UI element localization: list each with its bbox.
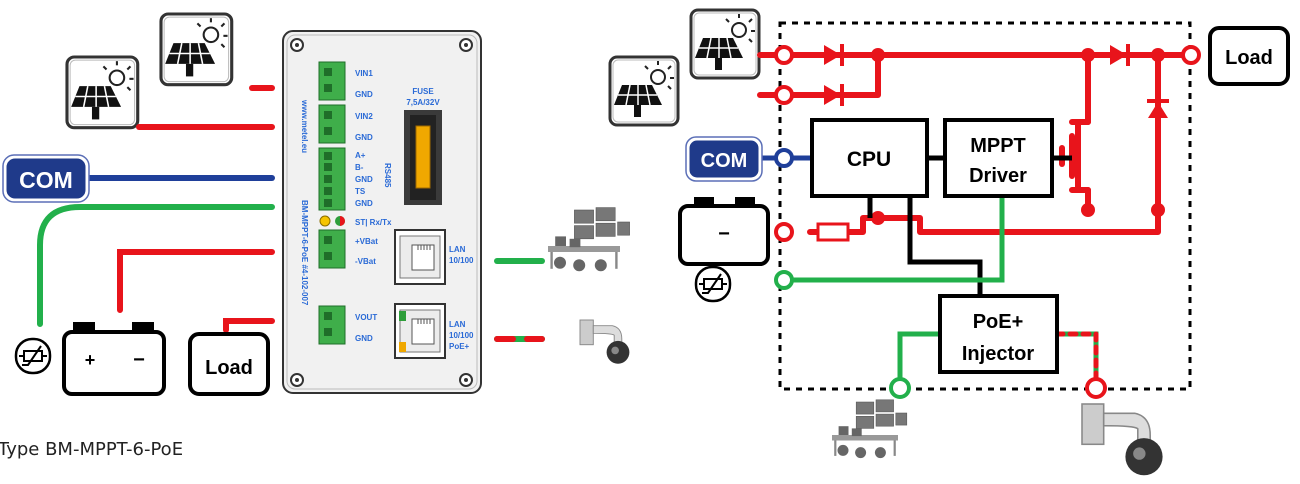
terminal-block	[318, 229, 346, 269]
pin-vbat-minus: -VBat	[355, 257, 376, 266]
com-node-left: COM	[2, 154, 90, 203]
pin-vin2: VIN2	[355, 112, 373, 121]
lan2-label: LAN	[449, 320, 466, 329]
diode-icon	[824, 84, 844, 106]
com-label: COM	[19, 167, 73, 193]
mppt-label: MPPT	[970, 135, 1026, 157]
solar-panel-icon	[689, 8, 761, 80]
rs485-pin-label: TS	[355, 187, 366, 196]
load-box-left: Load	[188, 332, 270, 396]
ptz-camera-icon	[1081, 403, 1164, 477]
battery-right: −	[678, 197, 770, 266]
terminal-block	[318, 104, 346, 144]
monitoring-station-icon	[831, 399, 908, 459]
load-box-right: Load	[1208, 26, 1290, 86]
cpu-label: CPU	[847, 148, 891, 171]
lan1-label: LAN	[449, 245, 466, 254]
battery-left: + −	[62, 322, 166, 396]
solar-panel-icon	[608, 55, 680, 127]
diode-icon	[1147, 99, 1169, 118]
pin-gnd2: GND	[355, 133, 373, 142]
pin-vin1: VIN1	[355, 69, 373, 78]
rs485-pin-label: GND	[355, 175, 373, 184]
thermistor-icon	[694, 265, 732, 303]
lan-poe-port	[394, 303, 446, 359]
pin-vout: VOUT	[355, 313, 377, 322]
connector-rings	[774, 45, 1201, 399]
com-node-right: COM	[685, 136, 763, 182]
lan1-speed: 10/100	[449, 256, 474, 265]
monitoring-station-icon	[547, 207, 631, 272]
battery-plus-label: +	[85, 350, 96, 370]
poe-label: PoE+	[973, 311, 1024, 333]
fuse-rating: 7,5A/32V	[406, 98, 440, 107]
driver-label: Driver	[969, 165, 1027, 187]
ethernet-lines	[789, 193, 1099, 383]
battery-minus-right: −	[718, 223, 730, 245]
status-led-icon	[319, 215, 331, 227]
ptz-camera-icon	[579, 319, 630, 365]
device-caption: Type BM-MPPT-6-PoE	[0, 439, 183, 460]
com-label-right: COM	[701, 150, 748, 172]
mounting-screw-icon	[290, 373, 304, 387]
fuse-label: FUSE	[412, 87, 434, 96]
terminal-block	[318, 61, 346, 101]
rx-tx-led-icon	[335, 216, 345, 226]
solar-panel-icon	[159, 12, 234, 87]
cpu-block: CPU	[810, 118, 929, 198]
mounting-screw-icon	[459, 373, 473, 387]
website-label: www.metel.eu	[300, 99, 309, 153]
diode-icon	[824, 44, 844, 66]
mounting-screw-icon	[290, 38, 304, 52]
mppt-driver-block: MPPT Driver	[943, 118, 1054, 198]
fuse-holder	[404, 110, 442, 205]
pin-gnd-out: GND	[355, 334, 373, 343]
injector-label: Injector	[962, 343, 1034, 365]
solar-panel-icon	[65, 55, 140, 130]
battery-minus-label: −	[133, 349, 145, 371]
rs485-pin-label: GND	[355, 199, 373, 208]
lan-port	[394, 229, 446, 285]
rs485-label: RS485	[383, 163, 392, 188]
poe-injector-block: PoE+ Injector	[938, 294, 1059, 374]
model-label: BM-MPPT-6-PoE #4-102-007	[300, 200, 309, 306]
rs485-pin-label: A+	[355, 151, 366, 160]
junction-dots	[871, 48, 1165, 225]
pin-gnd1: GND	[355, 90, 373, 99]
rs485-pin-label: B-	[355, 163, 364, 172]
thermistor-icon	[14, 337, 52, 375]
load-label-right: Load	[1225, 47, 1273, 69]
st-rxtx-label: ST| Rx/Tx	[355, 218, 392, 227]
load-label-left: Load	[205, 357, 253, 379]
fuse-symbol-icon	[816, 222, 850, 242]
rs485-pin-labels: A+ B- GND TS GND	[355, 151, 373, 208]
controller-boundary	[778, 21, 1192, 391]
left-wiring	[37, 85, 545, 342]
diode-icon	[1110, 44, 1130, 66]
pin-vbat-plus: +VBat	[355, 237, 378, 246]
lan2-poe: PoE+	[449, 342, 470, 351]
mppt-device-module: VIN1 GND VIN2 GND A+ B- GND TS GND RS485 FUS…	[282, 30, 482, 394]
mounting-screw-icon	[459, 38, 473, 52]
terminal-block-rs485	[318, 147, 346, 211]
lan2-speed: 10/100	[449, 331, 474, 340]
terminal-block	[318, 305, 346, 345]
